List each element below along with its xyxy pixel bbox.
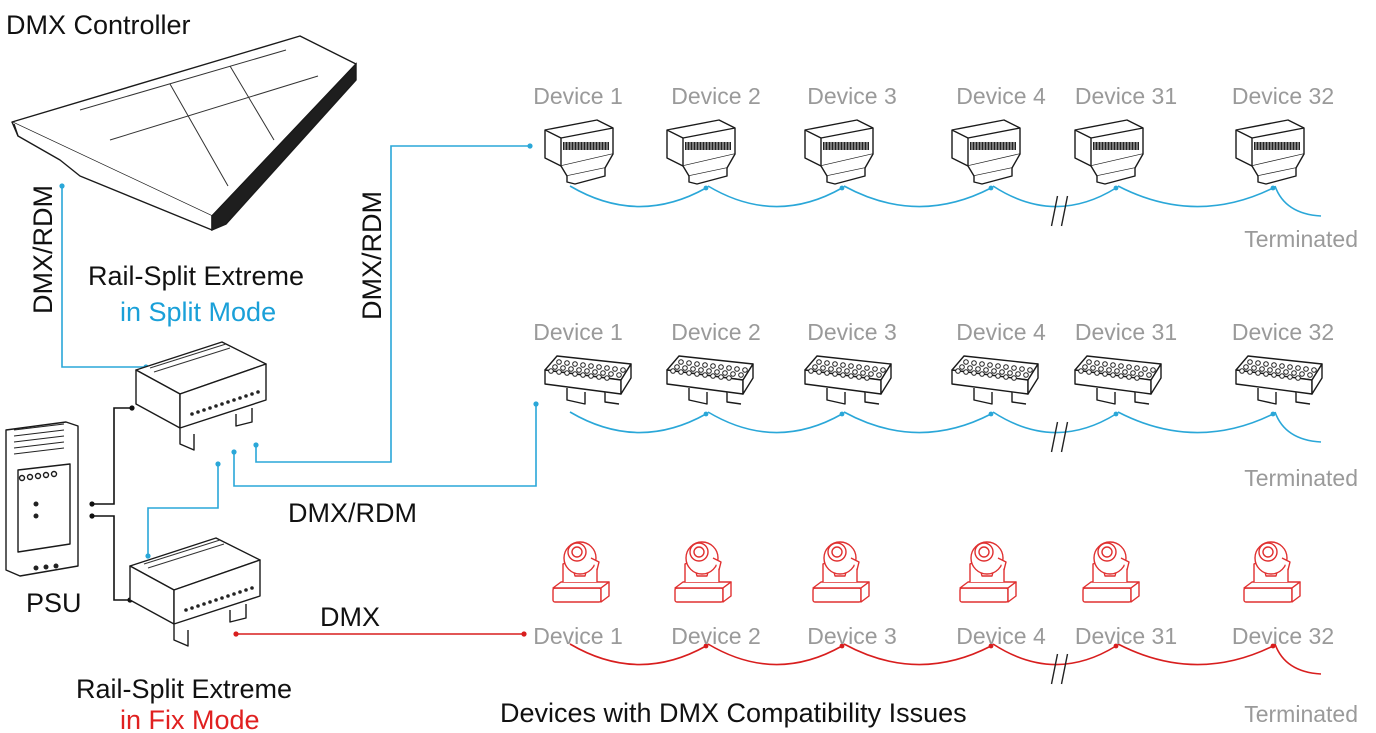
- chain-node-row2-3: [988, 411, 994, 417]
- device-icon-row3-6: [1243, 541, 1301, 603]
- device-label-row2-5: Device 31: [1075, 319, 1177, 345]
- device-label-row3-2: Device 2: [671, 623, 760, 649]
- device-label-row3-1: Device 1: [533, 623, 622, 649]
- compatibility-issues-label: Devices with DMX Compatibility Issues: [500, 698, 967, 728]
- chain-link-row2-2: [707, 411, 843, 434]
- chain-link-row2-4: [992, 411, 1117, 434]
- device-icon-row3-5: [1082, 541, 1140, 603]
- chain-link-row3-2: [707, 643, 843, 666]
- chain-link-row2-5: [1117, 411, 1274, 434]
- chain-node-row3-2: [839, 643, 845, 649]
- device-label-row1-6: Device 32: [1232, 83, 1334, 109]
- device-label-row1-4: Device 4: [956, 83, 1046, 109]
- power-wiring: [89, 405, 135, 603]
- device-label-row1-3: Device 3: [807, 83, 896, 109]
- device-label-row3-5: Device 31: [1075, 623, 1177, 649]
- device-label-row2-4: Device 4: [956, 319, 1046, 345]
- chain-node-row1-4: [1113, 185, 1119, 191]
- chain-link-row3-3: [843, 643, 992, 666]
- chain-node-row3-3: [988, 643, 994, 649]
- chain-node-row1-2: [839, 185, 845, 191]
- dmx-rdm-label-left: DMX/RDM: [28, 185, 58, 314]
- chain-node-row1-3: [988, 185, 994, 191]
- dmx-rdm-label-mid: DMX/RDM: [357, 191, 387, 320]
- device-label-row3-4: Device 4: [956, 623, 1046, 649]
- dmx-rdm-label-bottom: DMX/RDM: [288, 498, 417, 528]
- device-icon-row1-5: [1074, 119, 1144, 185]
- device-label-row3-3: Device 3: [807, 623, 896, 649]
- split-module-name: Rail-Split Extreme: [88, 261, 304, 291]
- device-icon-row3-2: [674, 541, 732, 603]
- device-label-row3-6: Device 32: [1232, 623, 1334, 649]
- device-icon-row2-4: [951, 355, 1039, 405]
- chain-link-row1-3: [843, 185, 992, 208]
- chain-link-row3-1: [569, 643, 707, 666]
- device-icon-row2-3: [804, 355, 892, 405]
- chain-break-row1: [1050, 195, 1069, 227]
- device-icon-row2-5: [1074, 355, 1162, 405]
- dmx-label: DMX: [320, 602, 380, 632]
- device-label-row2-1: Device 1: [533, 319, 622, 345]
- rail-split-split-mode: [135, 341, 267, 451]
- chain-node-row3-4: [1113, 643, 1119, 649]
- dmx-controller: [11, 35, 357, 232]
- chain-tail-row1: [1274, 185, 1322, 217]
- chain-tail-row3: [1274, 643, 1322, 675]
- chain-tail-row2: [1274, 411, 1322, 443]
- device-icon-row3-1: [552, 541, 610, 603]
- chain-node-row1-1: [703, 185, 709, 191]
- chain-link-row1-2: [707, 185, 843, 208]
- fix-module-mode: in Fix Mode: [120, 705, 260, 733]
- chain-link-row1-5: [1117, 185, 1274, 208]
- chain-link-row1-4: [992, 185, 1117, 208]
- controller-title: DMX Controller: [6, 10, 191, 40]
- device-icon-row2-2: [666, 355, 754, 405]
- device-icon-row1-2: [666, 119, 736, 185]
- terminated-label-row3: Terminated: [1244, 701, 1358, 727]
- device-icon-row1-1: [544, 119, 614, 185]
- dmx-wiring: [233, 631, 527, 637]
- chain-link-row2-3: [843, 411, 992, 434]
- chain-node-row1-5: [1270, 185, 1276, 191]
- chain-break-row2: [1050, 421, 1069, 453]
- chain-link-row1-1: [569, 185, 707, 208]
- psu: [5, 421, 79, 577]
- device-label-row2-2: Device 2: [671, 319, 760, 345]
- chain-node-row2-5: [1270, 411, 1276, 417]
- device-label-row1-2: Device 2: [671, 83, 760, 109]
- device-label-row1-5: Device 31: [1075, 83, 1177, 109]
- chain-node-row2-1: [703, 411, 709, 417]
- device-icon-row3-3: [812, 541, 870, 603]
- device-label-row2-6: Device 32: [1232, 319, 1334, 345]
- rdm-wiring: [59, 143, 539, 559]
- chain-node-row2-4: [1113, 411, 1119, 417]
- chain-break-row3: [1050, 653, 1069, 685]
- device-icon-row2-1: [544, 355, 632, 405]
- chain-node-row3-1: [703, 643, 709, 649]
- chain-link-row2-1: [569, 411, 707, 434]
- device-icon-row3-4: [959, 541, 1017, 603]
- device-icon-row1-3: [804, 119, 874, 185]
- psu-label: PSU: [26, 588, 82, 618]
- split-module-mode: in Split Mode: [120, 297, 276, 327]
- device-label-row1-1: Device 1: [533, 83, 622, 109]
- device-icon-row1-6: [1235, 119, 1305, 185]
- device-icon-row2-6: [1235, 355, 1323, 405]
- device-label-row2-3: Device 3: [807, 319, 896, 345]
- terminated-label-row2: Terminated: [1244, 465, 1358, 491]
- chain-link-row3-4: [992, 643, 1117, 666]
- terminated-label-row1: Terminated: [1244, 226, 1358, 252]
- chain-node-row2-2: [839, 411, 845, 417]
- chain-link-row3-5: [1117, 643, 1274, 666]
- chain-node-row3-5: [1270, 643, 1276, 649]
- fix-module-name: Rail-Split Extreme: [76, 674, 292, 704]
- device-icon-row1-4: [951, 119, 1021, 185]
